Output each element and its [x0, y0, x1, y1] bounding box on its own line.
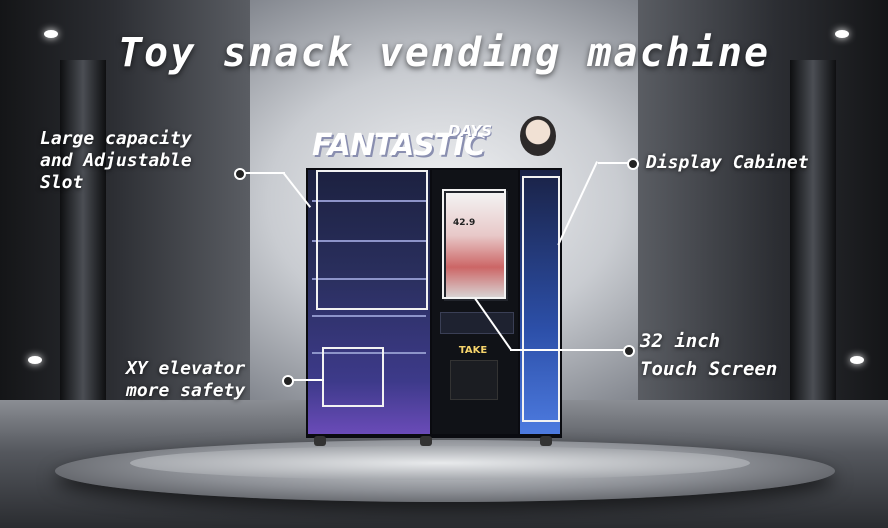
shelf: [312, 315, 426, 317]
callout-dot: [623, 345, 635, 357]
platform-top: [130, 446, 750, 480]
callout-touch-line2: Touch Screen: [640, 358, 778, 380]
callout-capacity-line3: Slot: [40, 172, 84, 193]
callout-display-line1: Display Cabinet: [646, 152, 809, 173]
wall-light: [850, 356, 864, 364]
shelf: [312, 240, 426, 242]
caster-wheel: [540, 436, 552, 446]
shelf: [312, 352, 426, 354]
screen-price: 42.9: [453, 218, 476, 228]
leader-line: [510, 349, 624, 351]
elevator-highlight-frame: [322, 347, 384, 407]
take-label: TAKE: [458, 345, 488, 356]
callout-capacity-line1: Large capacity: [40, 128, 192, 149]
payment-module: [440, 312, 514, 334]
wall-pillar-left: [60, 60, 106, 420]
leader-line: [557, 161, 598, 246]
pickup-slot: [450, 360, 498, 400]
capacity-highlight-frame: [316, 170, 428, 310]
logo-wordmark: FANTASTIC: [312, 128, 486, 163]
callout-capacity-line2: and Adjustable: [40, 150, 192, 171]
callout-elevator-line1: XY elevator: [126, 358, 246, 379]
side-display-cabinet: [520, 170, 560, 434]
caster-wheel: [420, 436, 432, 446]
callout-elevator-line2: more safety: [126, 380, 246, 401]
leader-line: [598, 162, 628, 164]
product-display-window: [308, 170, 430, 434]
callout-capacity: Large capacity and Adjustable Slot: [40, 128, 192, 194]
mascot-icon: [520, 116, 556, 156]
callout-dot: [234, 168, 246, 180]
ceiling-light: [44, 30, 58, 38]
ceiling-light: [835, 30, 849, 38]
callout-touch-line1: 32 inch: [640, 330, 721, 352]
callout-display-cabinet: Display Cabinet: [646, 152, 809, 174]
wall-light: [28, 356, 42, 364]
callout-elevator: XY elevator more safety: [126, 358, 245, 402]
shelf: [312, 278, 426, 280]
caster-wheel: [314, 436, 326, 446]
callout-dot: [627, 158, 639, 170]
touch-screen: [444, 191, 508, 301]
cabinet-highlight-frame: [522, 176, 560, 422]
shelf: [312, 200, 426, 202]
callout-touch-screen: 32 inch Touch Screen: [640, 327, 777, 383]
logo-subtext: DAYS: [448, 122, 493, 140]
wall-pillar-right: [790, 60, 836, 420]
leader-line: [292, 379, 324, 381]
callout-dot: [282, 375, 294, 387]
screen-highlight-frame: [442, 189, 506, 299]
page-title: Toy snack vending machine: [117, 30, 771, 76]
leader-line: [244, 172, 284, 174]
